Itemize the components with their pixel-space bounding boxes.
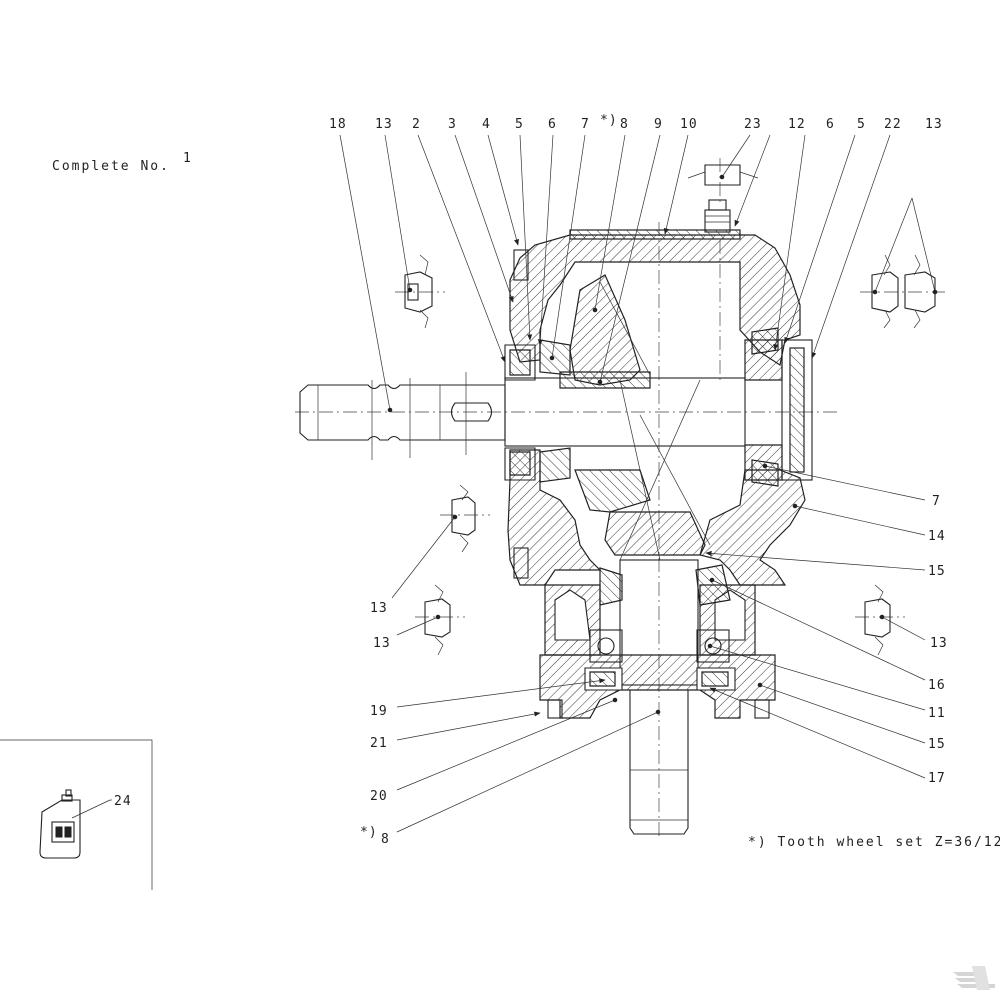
footnote: *) Tooth wheel set Z=36/12 xyxy=(748,835,1000,850)
bolt-icon-23 xyxy=(687,158,759,205)
callout-13d: 13 xyxy=(370,601,388,616)
bolt-icon-13-lowleft xyxy=(415,584,465,656)
callout-20: 20 xyxy=(370,789,388,804)
oil-can-icon xyxy=(39,789,81,859)
callout-7: 7 xyxy=(581,117,590,132)
star-marker: *) xyxy=(600,113,618,128)
brand-logo xyxy=(953,966,995,990)
labels-left: 13 13 19 21 20 *) 8 xyxy=(360,601,391,847)
callout-8b: 8 xyxy=(381,832,390,847)
callout-9: 9 xyxy=(654,117,663,132)
callout-6b: 6 xyxy=(826,117,835,132)
labels-top: 18 13 2 3 4 5 6 7 8 9 10 23 12 6 5 22 13 xyxy=(329,117,943,132)
labels-right: 7 14 15 13 16 11 15 17 xyxy=(928,494,948,786)
callout-18: 18 xyxy=(329,117,347,132)
bolt-icon-13-midleft xyxy=(440,484,490,553)
callout-10: 10 xyxy=(680,117,698,132)
callout-8: 8 xyxy=(620,117,629,132)
bevel-pinion xyxy=(559,274,651,389)
callout-12: 12 xyxy=(788,117,806,132)
callout-15b: 15 xyxy=(928,737,946,752)
bolt-icon-13-lowright xyxy=(855,584,905,656)
callout-13c: 13 xyxy=(930,636,948,651)
housing xyxy=(504,199,813,586)
callout-13b: 13 xyxy=(925,117,943,132)
callout-15a: 15 xyxy=(928,564,946,579)
callout-21: 21 xyxy=(370,736,388,751)
bevel-gear xyxy=(574,379,711,561)
callout-22: 22 xyxy=(884,117,902,132)
leaders-left xyxy=(391,514,661,833)
oil-frame xyxy=(0,739,153,890)
callout-5: 5 xyxy=(515,117,524,132)
callout-17: 17 xyxy=(928,771,946,786)
callout-5b: 5 xyxy=(857,117,866,132)
star-marker-2: *) xyxy=(360,825,378,840)
gearbox-body: *) xyxy=(295,113,840,840)
bolt-icon-13-topleft xyxy=(395,254,445,329)
callout-16: 16 xyxy=(928,678,946,693)
callout-2: 2 xyxy=(412,117,421,132)
callout-4: 4 xyxy=(482,117,491,132)
callout-24: 24 xyxy=(114,794,132,809)
complete-number: 1 xyxy=(183,151,193,166)
complete-label: Complete No. xyxy=(52,159,170,174)
input-shaft xyxy=(299,372,746,460)
callout-14: 14 xyxy=(928,529,946,544)
callout-23: 23 xyxy=(744,117,762,132)
oil-leader xyxy=(71,799,111,819)
callout-6: 6 xyxy=(548,117,557,132)
callout-19: 19 xyxy=(370,704,388,719)
callout-13e: 13 xyxy=(373,636,391,651)
callout-11: 11 xyxy=(928,706,946,721)
leaders-top xyxy=(339,134,938,413)
callout-7b: 7 xyxy=(932,494,941,509)
bolt-icon-13-topright xyxy=(860,254,945,329)
leaders-right xyxy=(705,463,926,779)
callout-13: 13 xyxy=(375,117,393,132)
callout-3: 3 xyxy=(448,117,457,132)
output-housing xyxy=(539,559,776,835)
